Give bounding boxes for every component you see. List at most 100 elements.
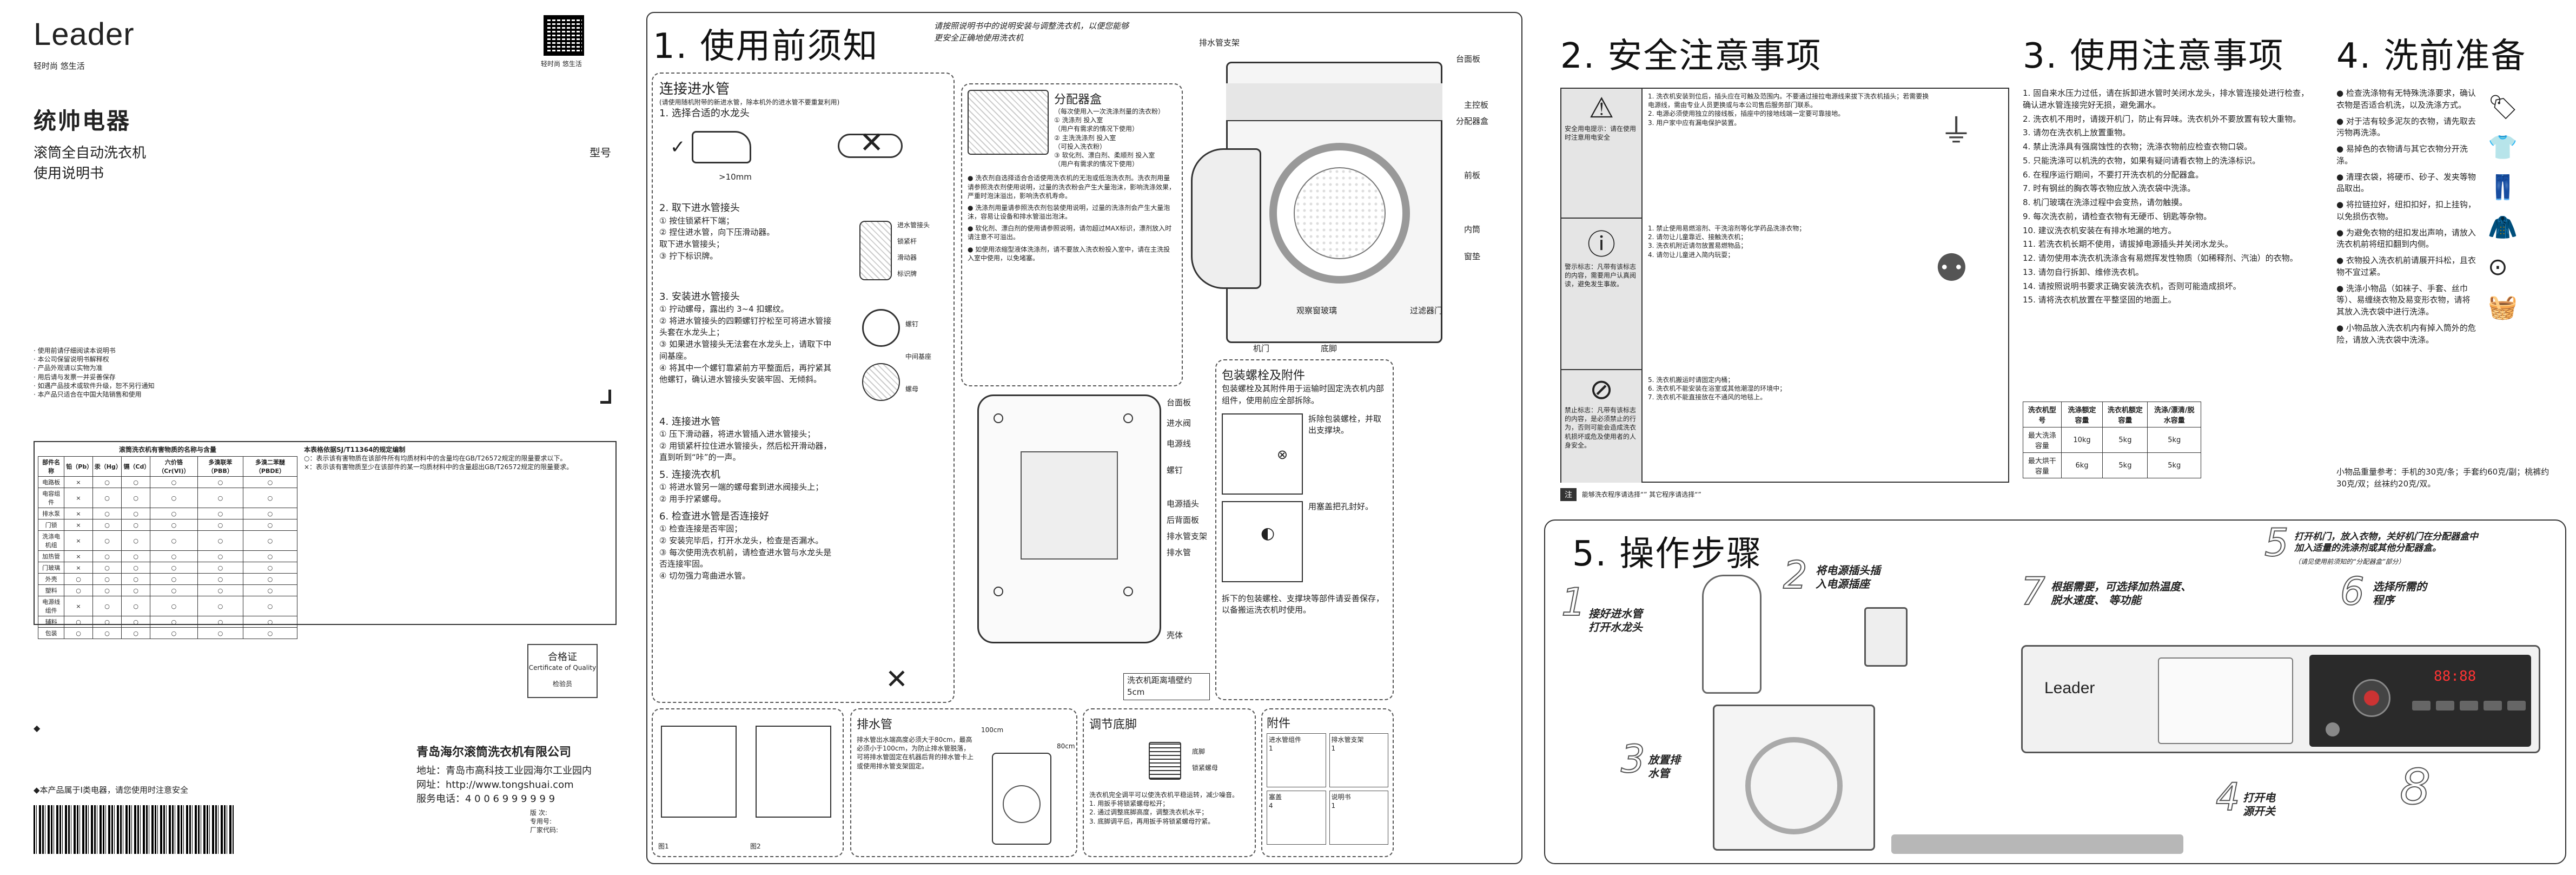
feet-text: 洗衣机完全调平可以使洗衣机平稳运转，减少噪音。 xyxy=(1089,791,1239,799)
rohs-cell: ○ xyxy=(92,584,122,597)
rohs-cell: ○ xyxy=(121,562,150,574)
product-name: 统帅电器 xyxy=(34,108,131,134)
usage-note-item: 15. 请将洗衣机放置在平整坚固的地面上。 xyxy=(2023,295,2176,305)
back-dim: 洗衣机距离墙壁约5cm xyxy=(1123,673,1210,700)
section-2-title: 2. 安全注意事项 xyxy=(1560,36,1822,76)
rohs-cell: × xyxy=(64,508,93,520)
step-label: 选择所需的 程序 xyxy=(2373,580,2427,607)
cover-note: · 本产品只适合在中国大陆销售和使用 xyxy=(34,390,142,398)
back-label: 台面板 xyxy=(1167,398,1191,407)
dispenser-title: 分配器盒 xyxy=(1054,93,1102,107)
weight-note: 小物品重量参考：手机的30克/条；手套约60克/副；桃裤约30克/双；丝袜约20… xyxy=(2336,467,2549,489)
foot-icon xyxy=(1149,742,1181,780)
cross-icon: ✕ xyxy=(859,126,884,160)
model-label: 型号 xyxy=(590,146,611,159)
rohs-cell: × xyxy=(64,519,93,531)
function-button[interactable] xyxy=(2436,701,2454,710)
warn3-side: ⊘ 禁止标志：凡带有该标志的内容，是必须禁止的行为，否则可能会造成洗衣机损坏或危… xyxy=(1561,370,1643,483)
step-label: 打开机门，放入衣物，关好机门在分配器盒中 加入适量的洗涤剂或其他分配器盒。 xyxy=(2294,531,2478,554)
usage-note-item: 9. 每次洗衣前，请检查衣物有无硬币、钥匙等杂物。 xyxy=(2023,211,2212,221)
bolt-fig1: ⊗ xyxy=(1222,413,1303,495)
rohs-row: 加热管×○○○○○ xyxy=(37,550,298,563)
rohs-cell: ○ xyxy=(92,530,122,551)
rohs-cell: ○ xyxy=(242,627,298,640)
rohs-cell: ○ xyxy=(121,519,150,531)
acc-qty: 1 xyxy=(1331,745,1336,753)
rohs-cell: ○ xyxy=(242,584,298,597)
front-label: 台面板 xyxy=(1456,54,1481,64)
rohs-row: 电源线组件×○○○○○ xyxy=(37,596,298,617)
rohs-row: 门锁×○○○○○ xyxy=(37,519,298,531)
bolt-title: 包装螺栓及附件 xyxy=(1222,369,1306,383)
rohs-cell: ○ xyxy=(149,530,198,551)
rohs-cell: ○ xyxy=(121,508,150,520)
accessories-box: 附件 进水管组件 1 排水管支架 1 塞盖 4 说明书 1 xyxy=(1261,708,1394,857)
rohs-cell: ○ xyxy=(149,584,198,597)
button-icon: ⊙ xyxy=(2488,253,2508,281)
feet-item: 3. 底脚调平后，再用扳手将锁紧螺母拧紧。 xyxy=(1089,817,1215,825)
function-button[interactable] xyxy=(2412,701,2431,710)
dispenser-item: ② 主洗洗涤剂 投入室 xyxy=(1054,134,1116,142)
pocket-icon: 👖 xyxy=(2488,174,2518,201)
function-button[interactable] xyxy=(2484,701,2502,710)
rohs-note2: ×：表示该有害物质至少在该部件的某一均质材料中的含量超出GB/T26572规定的… xyxy=(304,463,573,471)
feet-item: 2. 通过调整底脚高度，调整洗衣机水平； xyxy=(1089,808,1208,817)
usage-note-item: 7. 时有钢丝的胸衣等衣物应放入洗衣袋中洗涤。 xyxy=(2023,183,2196,194)
acc-item: 塞盖 xyxy=(1269,793,1282,801)
function-button[interactable] xyxy=(2507,701,2526,710)
function-button[interactable] xyxy=(2460,701,2478,710)
rohs-cell: ○ xyxy=(149,550,198,563)
connector-label: 进水管接头 xyxy=(897,221,930,229)
step-machine-door xyxy=(1745,737,1843,834)
rohs-row: 排水泵×○○○○○ xyxy=(37,508,298,520)
rohs-note1: ○：表示该有害物质在该部件所有均质材料中的含量均在GB/T26572规定的限量要… xyxy=(304,455,567,463)
rohs-cell: ○ xyxy=(149,476,198,489)
plug-icon: ⏚ xyxy=(1940,113,1972,150)
step-number: 6 xyxy=(2340,569,2365,614)
acc-qty: 4 xyxy=(1269,802,1273,810)
rohs-cell: ○ xyxy=(197,488,243,509)
warn2-item: 1. 禁止使用易燃溶剂、干洗溶剂等化学药品洗涤衣物； xyxy=(1648,225,1806,232)
power-button[interactable] xyxy=(2326,722,2340,736)
connector-icon xyxy=(859,220,892,280)
dispenser-item: ③ 软化剂、漂白剂、柔顺剂 投入室 xyxy=(1054,151,1155,159)
spec-cell: 最大洗涤容量 xyxy=(2023,427,2062,453)
dispenser-para: ● 洗涤剂用量请参照洗衣剂包装使用说明，过量的洗涤剂会产生大量泡沫，容易让设备和… xyxy=(968,203,1170,221)
front-label: 窗垫 xyxy=(1464,252,1481,261)
rohs-cell: ○ xyxy=(92,508,122,520)
back-panel xyxy=(1021,451,1118,560)
feet-box: 调节底脚 底脚 锁紧螺母 洗衣机完全调平可以使洗衣机平稳运转，减少噪音。 1. … xyxy=(1083,708,1256,857)
rohs-row: 洗涤电机组×○○○○○ xyxy=(37,530,298,551)
rohs-block: 滚筒洗衣机有害物质的名称与含量 部件名称铅（Pb）汞（Hg）镉（Cd）六价铬（C… xyxy=(34,441,617,640)
usage-note-item: 10. 建议洗衣机安装在有排水地漏的地方。 xyxy=(2023,225,2176,235)
rohs-row: 电路板×○○○○○ xyxy=(37,476,298,489)
cover-note: · 产品外观请以实物为准 xyxy=(34,364,103,372)
warn1-item: 2. 电源必须使用独立的接线板，插座中的接地线端一定要可靠接地。 xyxy=(1648,110,1845,118)
barcode xyxy=(34,805,234,854)
back-label: 排水管支架 xyxy=(1167,531,1208,541)
rohs-header-cell: 汞（Hg） xyxy=(92,456,122,477)
dispenser-item: （可投入洗衣粉） xyxy=(1054,142,1107,150)
brand-slogan: 轻时尚 悠生活 xyxy=(34,61,85,71)
spec-cell: 最大烘干容量 xyxy=(2023,452,2062,478)
screw-label: 螺母 xyxy=(905,385,919,393)
drain-title: 排水管 xyxy=(857,718,893,732)
rohs-header-cell: 多溴联苯（PBB） xyxy=(197,456,243,477)
step-number: 3 xyxy=(1620,736,1646,782)
front-label: 底脚 xyxy=(1321,344,1337,353)
rohs-row: 电容组件×○○○○○ xyxy=(37,488,298,509)
spec-cell: 5kg xyxy=(2147,452,2201,478)
company-website: 网址：http://www.tongshuai.com xyxy=(416,779,574,791)
step-number: 7 xyxy=(2021,569,2046,614)
warn2-item: 7. 洗衣机不能直接放在不通风的地毯上。 xyxy=(1648,393,1767,402)
rohs-cell: × xyxy=(64,488,93,509)
section-1-intro1: 请按照说明书中的说明安装与调整洗衣机，以便您能够 xyxy=(934,21,1129,31)
base-icon xyxy=(862,363,900,401)
back-screw-icon xyxy=(1123,587,1133,596)
spec-cell: 10kg xyxy=(2061,427,2103,453)
step3-title: 3. 安装进水管接头 xyxy=(659,291,740,302)
step-number: 8 xyxy=(2399,758,2431,816)
cover-note: · 用后请与发票一并妥善保存 xyxy=(34,373,116,381)
program-knob[interactable] xyxy=(2353,679,2390,717)
rohs-cell: × xyxy=(64,476,93,489)
